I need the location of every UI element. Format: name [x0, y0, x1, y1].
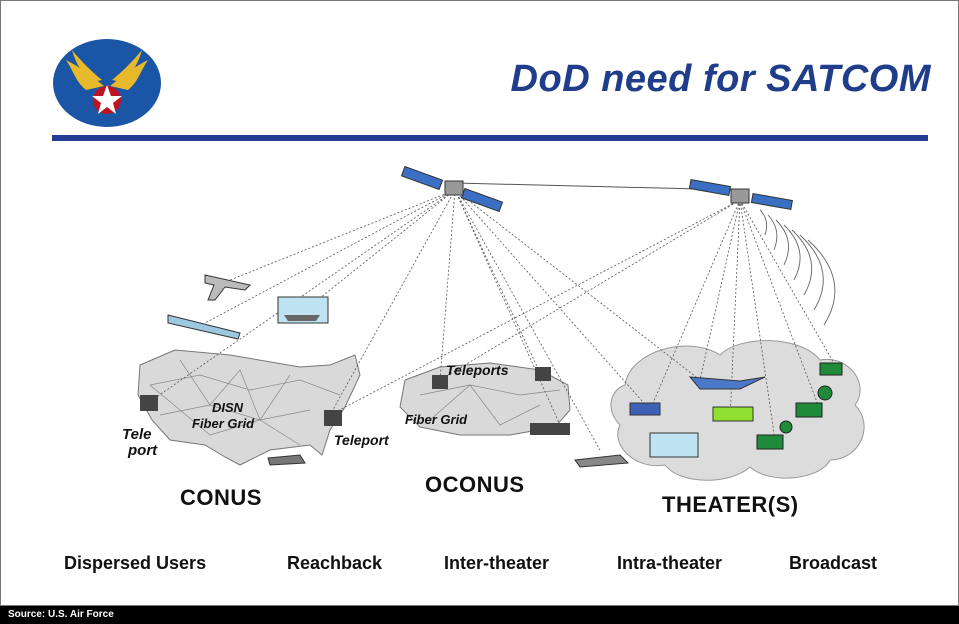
satcom-network-diagram — [137, 165, 865, 481]
ship-icon — [267, 454, 306, 466]
conus-label: CONUS — [180, 485, 262, 510]
fiber-grid-lines — [149, 359, 561, 446]
category-inter-theater: Inter-theater — [444, 553, 550, 573]
category-reachback: Reachback — [287, 553, 383, 573]
dish-icon — [779, 420, 793, 434]
ground-station-icons — [140, 367, 570, 435]
uav-icon — [167, 314, 241, 340]
terminal-icon — [756, 434, 784, 450]
satellite-icon — [400, 165, 504, 213]
slide-frame — [0, 0, 959, 606]
dish-icon — [817, 385, 833, 401]
terminal-icon — [819, 362, 843, 376]
vehicle-icon — [629, 402, 661, 416]
category-intra-theater: Intra-theater — [617, 553, 723, 573]
aircraft-icon — [204, 274, 251, 301]
category-dispersed-users: Dispersed Users — [64, 553, 207, 573]
fiber-grid-label: Fiber Grid — [405, 412, 468, 427]
carrier-photo — [649, 432, 699, 458]
footer-bar: Source: U.S. Air Force — [0, 606, 959, 624]
tele-label: Tele — [122, 426, 152, 443]
teleports-label: Teleports — [446, 362, 509, 378]
ship-icon — [574, 454, 630, 468]
satellite-icon — [688, 179, 793, 210]
port-label: port — [128, 442, 158, 459]
terminal-icon — [795, 402, 823, 418]
vehicle-icon — [712, 406, 754, 422]
teleport-label: Teleport — [334, 432, 389, 448]
air-force-logo — [53, 39, 161, 127]
title-divider — [52, 135, 928, 141]
disn-label: DISN — [212, 400, 244, 415]
page-title: DoD need for SATCOM — [510, 58, 931, 100]
aircraft-icon — [688, 376, 766, 390]
ship-icon — [284, 315, 320, 321]
source-text: Source: U.S. Air Force — [8, 609, 114, 620]
theater-label: THEATER(S) — [662, 492, 799, 517]
broadcast-arcs — [759, 209, 836, 326]
fiber-grid-label: Fiber Grid — [192, 416, 255, 431]
category-broadcast: Broadcast — [789, 553, 878, 573]
conus-map — [137, 349, 361, 466]
oconus-label: OCONUS — [425, 472, 525, 497]
